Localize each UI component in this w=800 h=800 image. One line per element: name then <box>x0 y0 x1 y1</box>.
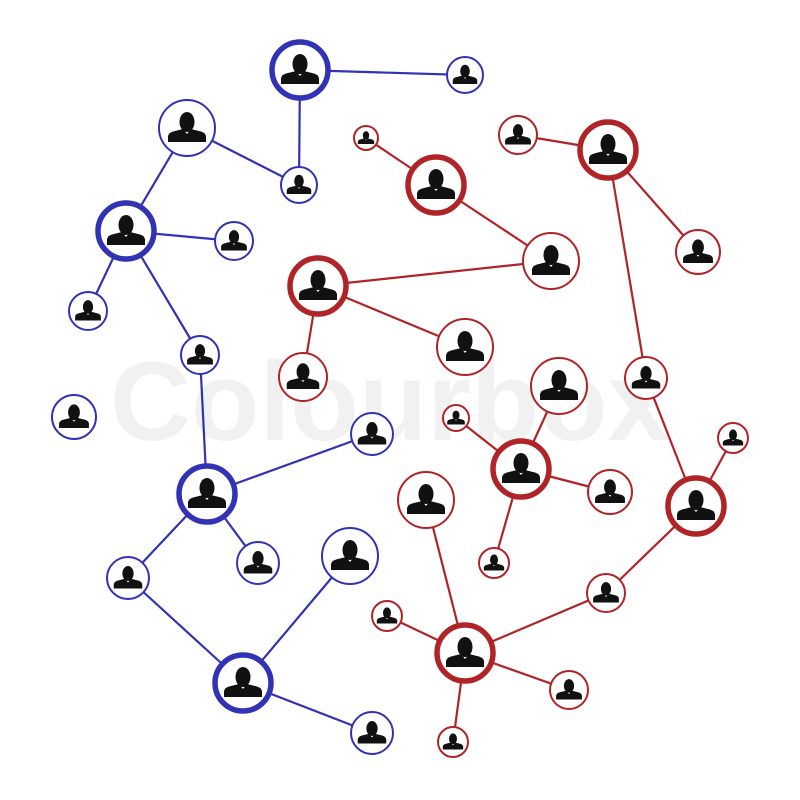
person-icon <box>556 679 582 700</box>
blue-person-node <box>236 541 280 585</box>
red-person-node <box>442 404 470 432</box>
person-icon <box>683 239 713 263</box>
person-icon <box>188 478 226 508</box>
person-icon <box>243 551 273 574</box>
person-icon <box>224 667 262 697</box>
person-icon <box>483 554 505 571</box>
person-icon <box>442 733 464 750</box>
person-icon <box>593 582 619 603</box>
person-icon <box>677 490 715 520</box>
blue-person-node <box>180 335 220 375</box>
red-connection-line <box>606 149 648 379</box>
person-icon <box>540 370 578 400</box>
person-icon <box>113 566 143 589</box>
blue-person-node <box>212 652 274 714</box>
blue-person-node <box>446 56 484 94</box>
red-person-node <box>577 119 639 181</box>
red-person-node <box>397 471 455 529</box>
person-icon <box>331 540 369 570</box>
blue-person-node <box>214 221 254 261</box>
red-person-node <box>287 255 349 317</box>
person-icon <box>446 331 484 361</box>
red-person-node <box>371 600 403 632</box>
blue-person-node <box>158 99 216 157</box>
red-person-node <box>624 356 668 400</box>
person-icon <box>59 404 89 428</box>
blue-person-node <box>95 200 157 262</box>
person-icon <box>299 270 337 300</box>
person-icon <box>595 479 625 503</box>
red-person-node <box>278 352 328 402</box>
blue-person-node <box>280 166 318 204</box>
person-icon <box>589 134 627 164</box>
person-icon <box>532 245 570 275</box>
person-icon <box>281 54 319 84</box>
person-icon <box>357 422 387 445</box>
red-person-node <box>353 125 379 151</box>
person-icon <box>447 410 465 425</box>
red-person-node <box>437 726 469 758</box>
person-icon <box>446 637 484 667</box>
blue-person-node <box>269 39 331 101</box>
person-icon <box>168 112 206 142</box>
blue-person-node <box>350 412 394 456</box>
red-person-node <box>490 438 552 500</box>
blue-person-node <box>106 556 150 600</box>
red-person-node <box>436 318 494 376</box>
person-icon <box>357 721 387 744</box>
blue-person-node <box>176 463 238 525</box>
person-icon <box>502 453 540 483</box>
blue-person-node <box>51 394 97 440</box>
red-person-node <box>675 229 721 275</box>
red-person-node <box>405 154 467 216</box>
person-icon <box>452 64 478 84</box>
red-person-node <box>498 115 538 155</box>
person-icon <box>505 124 531 145</box>
blue-person-node <box>321 527 379 585</box>
person-icon <box>407 484 445 514</box>
red-person-node <box>717 422 749 454</box>
blue-person-node <box>350 711 394 755</box>
person-icon <box>107 215 145 245</box>
person-icon <box>221 230 247 251</box>
blue-person-node <box>68 291 108 331</box>
person-icon <box>417 169 455 199</box>
red-person-node <box>587 469 633 515</box>
red-person-node <box>586 573 626 613</box>
red-connection-line <box>317 259 552 288</box>
person-icon <box>187 344 213 365</box>
person-icon <box>286 174 312 194</box>
red-person-node <box>478 547 510 579</box>
person-icon <box>75 300 101 321</box>
red-person-node <box>530 357 588 415</box>
red-person-node <box>522 232 580 290</box>
red-person-node <box>549 670 589 710</box>
person-icon <box>376 607 398 624</box>
person-icon <box>286 363 320 389</box>
person-icon <box>631 366 661 389</box>
person-icon <box>357 131 375 144</box>
red-person-node <box>434 622 496 684</box>
red-person-node <box>665 475 727 537</box>
person-icon <box>722 429 744 446</box>
